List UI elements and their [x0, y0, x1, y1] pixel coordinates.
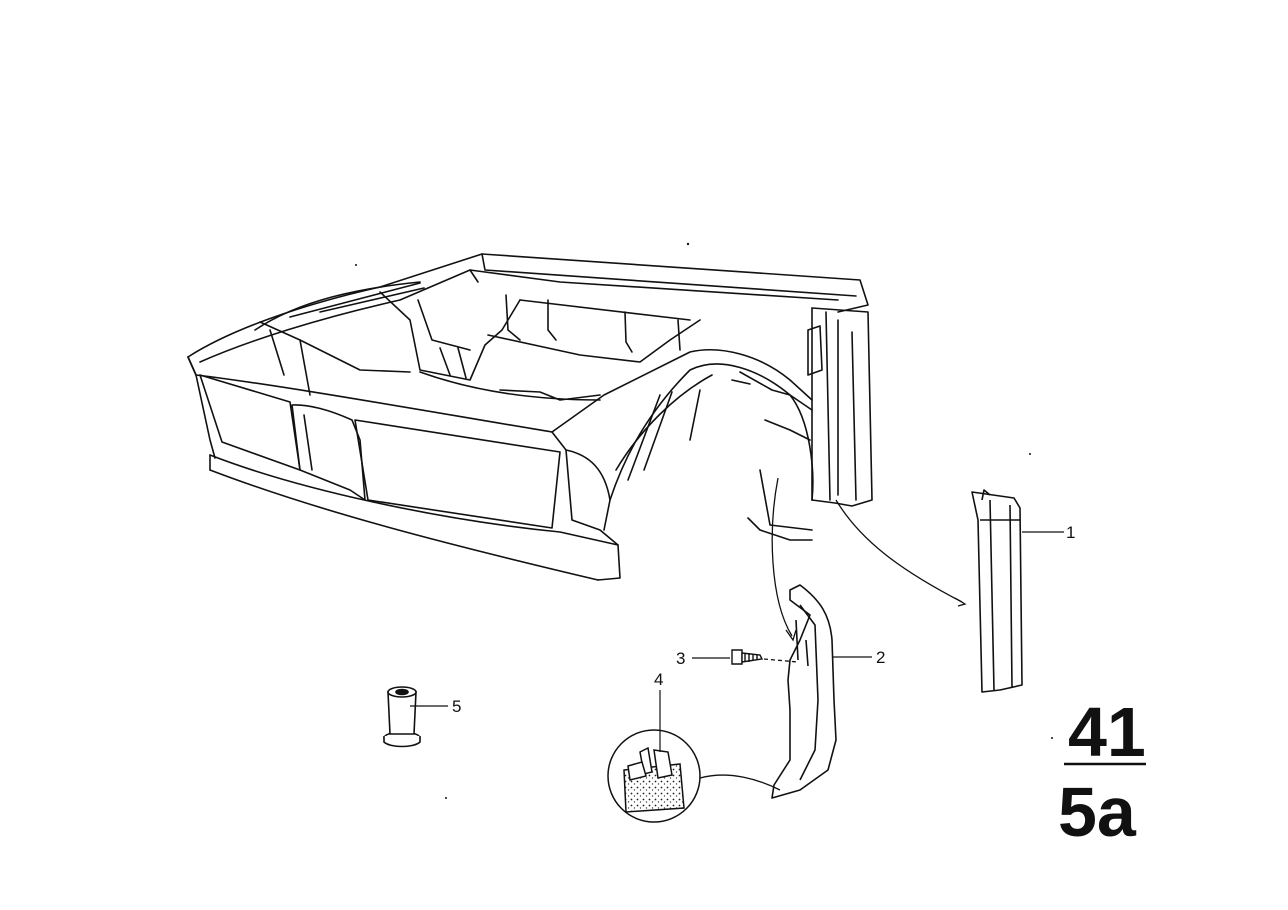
- front-body-structure: [188, 254, 872, 580]
- part-1-pillar-trim: [972, 490, 1022, 692]
- part-4-detail: [608, 730, 700, 822]
- callout-1: 1: [1066, 523, 1075, 542]
- callout-labels: 1 2 3 4 5: [452, 523, 1075, 716]
- scan-specks: [355, 242, 1053, 799]
- callout-4: 4: [654, 670, 663, 689]
- part-3-screw: [732, 650, 762, 664]
- callout-2: 2: [876, 648, 885, 667]
- part-2-seal: [772, 585, 836, 798]
- part-5-grommet: [384, 687, 420, 747]
- group-number-top: 41: [1068, 693, 1146, 771]
- callout-3: 3: [676, 649, 685, 668]
- leader-lines: [410, 532, 1064, 752]
- callout-5: 5: [452, 697, 461, 716]
- group-number-bottom: 5a: [1058, 773, 1137, 851]
- assembly-lines: [700, 478, 965, 790]
- group-number: 41 5a: [1058, 693, 1146, 851]
